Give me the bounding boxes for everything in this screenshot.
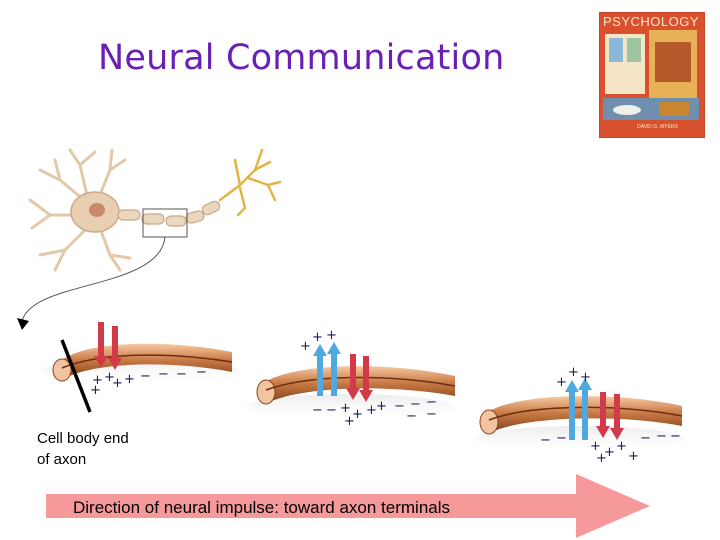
svg-text:−: − [158, 367, 169, 382]
svg-text:−: − [140, 369, 151, 384]
svg-text:+: + [568, 365, 579, 380]
svg-text:+: + [90, 383, 101, 398]
svg-text:−: − [426, 407, 437, 422]
cell-body-caption: Cell body end of axon [37, 428, 129, 470]
svg-text:−: − [326, 403, 337, 418]
svg-text:+: + [312, 330, 323, 345]
svg-text:+: + [104, 370, 115, 385]
zoom-connector [21, 236, 166, 323]
zoom-connector-arrowhead [17, 318, 29, 330]
caption-line-1: Cell body end [37, 430, 129, 447]
svg-text:+: + [628, 449, 639, 464]
caption-line-2: of axon [37, 451, 87, 468]
svg-text:−: − [640, 431, 651, 446]
svg-text:−: − [196, 365, 207, 380]
svg-text:+: + [590, 439, 601, 454]
svg-text:−: − [394, 399, 405, 414]
svg-text:−: − [312, 403, 323, 418]
direction-label: Direction of neural impulse: toward axon… [73, 498, 451, 517]
svg-text:+: + [556, 375, 567, 390]
svg-text:+: + [580, 370, 591, 385]
svg-text:−: − [426, 395, 437, 410]
svg-text:+: + [616, 439, 627, 454]
svg-text:+: + [92, 373, 103, 388]
direction-arrow [46, 474, 650, 538]
svg-text:+: + [326, 328, 337, 343]
svg-text:+: + [344, 414, 355, 429]
svg-text:−: − [556, 431, 567, 446]
axon-segment-3: +++ −− ++++ + −−− [475, 365, 685, 466]
svg-text:−: − [670, 429, 681, 444]
book-cover-author: DAVID G. MYERS [637, 124, 678, 130]
svg-text:+: + [376, 399, 387, 414]
svg-text:+: + [112, 376, 123, 391]
svg-text:+: + [366, 403, 377, 418]
svg-text:+: + [124, 372, 135, 387]
svg-text:−: − [540, 433, 551, 448]
svg-text:−: − [176, 367, 187, 382]
svg-text:+: + [596, 451, 607, 466]
svg-text:+: + [300, 339, 311, 354]
svg-text:−: − [410, 397, 421, 412]
svg-text:+: + [340, 401, 351, 416]
book-cover-title: PSYCHOLOGY [603, 14, 700, 29]
svg-text:−: − [656, 429, 667, 444]
neuron-illustration [28, 148, 282, 272]
svg-text:−: − [406, 409, 417, 424]
axon-segment-2: +++ −− ++++ + −−− −− [245, 328, 456, 429]
book-cover-image: PSYCHOLOGY DAVID G. MYERS [598, 11, 706, 139]
svg-text:+: + [604, 445, 615, 460]
svg-text:+: + [352, 407, 363, 422]
slide-title: Neural Communication [98, 38, 505, 78]
axon-segment-1: ++ +++ −−−− [40, 322, 240, 413]
